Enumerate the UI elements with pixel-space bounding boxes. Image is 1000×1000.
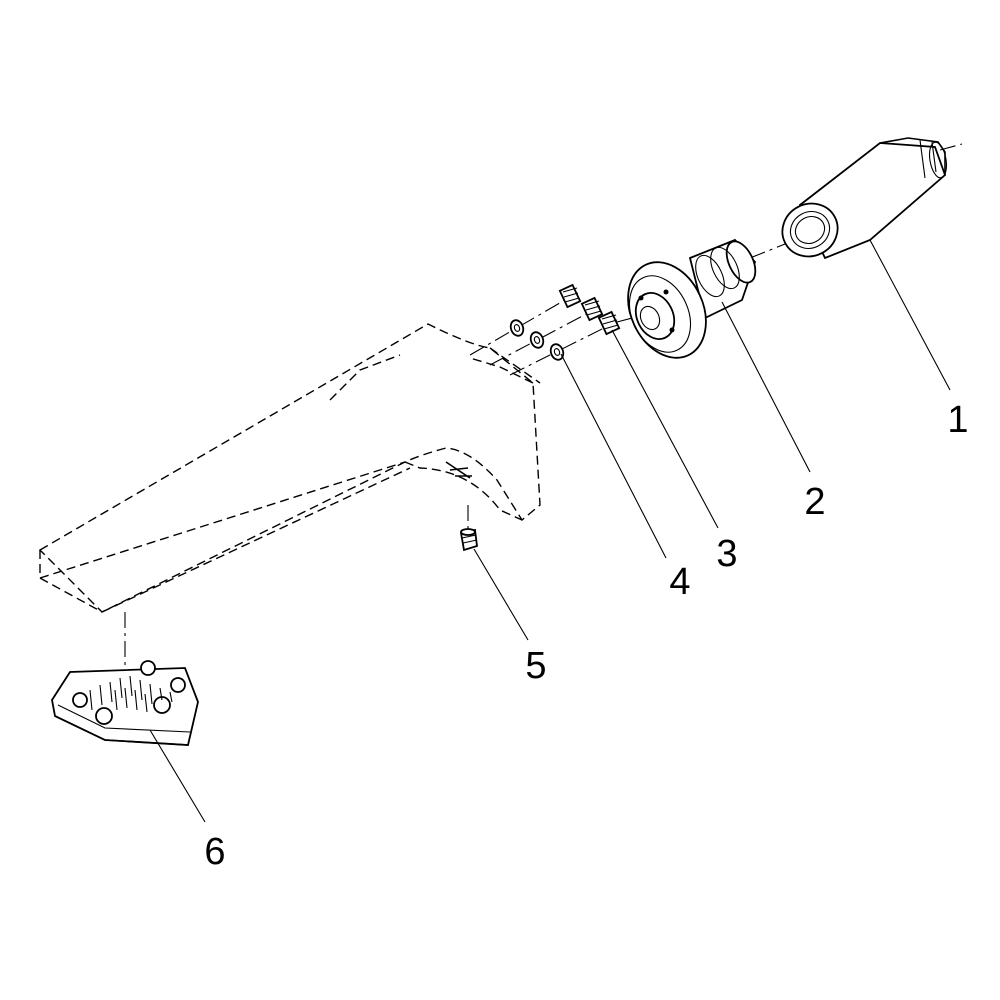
callout-3: 3 bbox=[716, 533, 737, 575]
part-1-extension-sleeve bbox=[781, 137, 948, 260]
callout-5: 5 bbox=[525, 645, 546, 687]
part-5-grub-screw bbox=[459, 528, 478, 552]
callout-1: 1 bbox=[947, 399, 968, 441]
callout-2: 2 bbox=[804, 481, 825, 523]
part-6-spray-plate bbox=[51, 660, 199, 746]
spout-body-phantom bbox=[38, 323, 541, 613]
leader-lines bbox=[149, 239, 951, 823]
part-3-set-screws bbox=[558, 283, 621, 336]
part-4-washers bbox=[509, 319, 565, 361]
callout-4: 4 bbox=[669, 561, 690, 603]
part-2-cartridge bbox=[627, 238, 757, 359]
callout-6: 6 bbox=[204, 831, 225, 873]
